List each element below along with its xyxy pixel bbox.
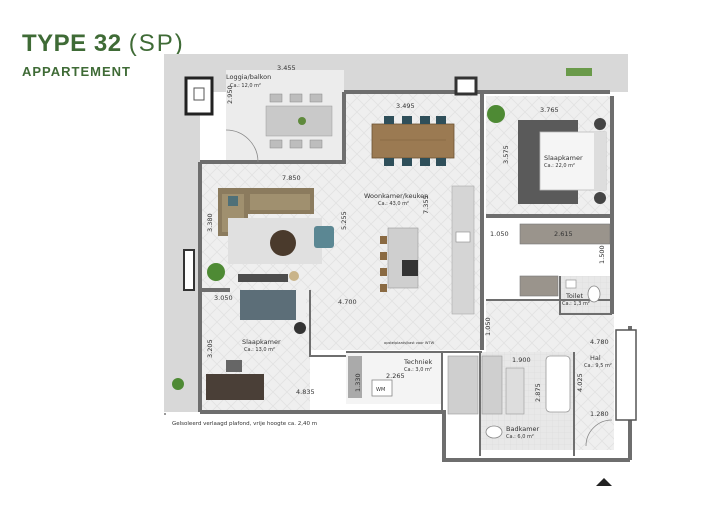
wall-south	[200, 410, 630, 462]
room-area-techniek: Ca.: 3,0 m²	[404, 367, 432, 373]
wm-label: WM	[376, 387, 385, 393]
dim-closet-depth: 1.050	[490, 230, 509, 238]
dim-kitchen-depth: 7.355	[422, 195, 430, 214]
dimensions: 3.455 2.950 3.495 3.765 3.575 7.850 3.38…	[206, 64, 609, 418]
dim-bed2-depth: 3.205	[206, 339, 214, 358]
room-area-loggia: Ca.: 12,0 m²	[230, 83, 261, 89]
room-area-toilet: Ca.: 1,3 m²	[562, 301, 590, 307]
bathtub	[545, 355, 571, 413]
room-area-badkamer: Ca.: 6,0 m²	[506, 434, 534, 440]
room-area-slaapkamer2: Ca.: 13,0 m²	[244, 347, 275, 353]
loggia-column	[184, 76, 214, 116]
dim-island-width: 4.700	[338, 298, 357, 306]
cabinet-note: opstelplaats/kast voor WTW	[384, 341, 435, 345]
room-area-slaapkamer1: Ca.: 22,0 m²	[544, 163, 575, 169]
toilet-bowl	[587, 285, 601, 303]
kitchen-island	[380, 227, 419, 292]
dim-passage: 1.050	[484, 317, 492, 336]
planter	[566, 68, 592, 76]
hall-closet	[615, 329, 637, 421]
armchair	[314, 226, 334, 248]
wm-box	[371, 379, 393, 397]
dim-bed2-top: 3.050	[214, 294, 233, 302]
room-name-techniek: Techniek	[403, 358, 432, 366]
plant-living	[207, 263, 225, 281]
room-name-badkamer: Badkamer	[506, 425, 540, 433]
page-title: TYPE 32 (SP)	[22, 30, 185, 57]
dining-table	[371, 116, 455, 166]
dim-closet-width: 1.280	[590, 410, 609, 418]
kitchen-counter	[451, 185, 475, 315]
dim-loggia-width: 3.455	[277, 64, 296, 72]
footnote: Gelsoleerd verlaagd plafond, vrije hoogt…	[172, 421, 317, 427]
plant-bedroom	[487, 105, 505, 123]
dim-bed1-width: 3.765	[540, 106, 559, 114]
room-name-woonkamer: Woonkamer/keuken	[364, 192, 428, 200]
dim-toilet-depth: 1.500	[598, 245, 606, 264]
dim-bath-width: 1.900	[512, 356, 531, 364]
room-name-toilet: Toilet	[565, 292, 583, 300]
dim-wardrobe-width: 2.615	[554, 230, 573, 238]
dim-living-width: 7.850	[282, 174, 301, 182]
dim-living-depth: 3.380	[206, 213, 214, 232]
vanity	[505, 367, 525, 415]
dim-dining-width: 3.495	[396, 102, 415, 110]
page-subtitle: APPARTEMENT	[22, 64, 131, 79]
room-name-hal: Hal	[590, 354, 601, 362]
dim-bed2-width: 4.835	[296, 388, 315, 396]
dim-living-depth-2: 5.255	[340, 211, 348, 230]
dim-tech-width: 2.265	[386, 372, 405, 380]
dim-loggia-depth: 2.950	[226, 85, 234, 104]
room-area-hal: Ca.: 9,5 m²	[584, 363, 612, 369]
room-name-loggia: Loggia/balkon	[226, 73, 271, 81]
outdoor-dining-set	[265, 93, 333, 149]
dim-bed1-depth: 3.575	[502, 145, 510, 164]
coffee-table	[270, 230, 296, 256]
room-name-slaapkamer2: Slaapkamer	[242, 338, 281, 346]
room-area-woonkamer: Ca.: 43,0 m²	[378, 201, 409, 207]
entrance-arrow	[596, 478, 612, 486]
bed-small	[240, 290, 306, 334]
plant-west	[172, 378, 184, 390]
wardrobe-1	[519, 223, 611, 245]
column-ne	[454, 76, 478, 96]
tv-unit	[238, 274, 288, 282]
dim-tech-depth: 1.330	[354, 373, 362, 392]
dim-bath-depth: 2.875	[534, 383, 542, 402]
dim-hall-width: 4.780	[590, 338, 609, 346]
sofa	[218, 188, 314, 236]
room-name-slaapkamer1: Slaapkamer	[544, 154, 583, 162]
dim-hall-depth: 4.025	[576, 373, 584, 392]
desk	[206, 374, 264, 400]
